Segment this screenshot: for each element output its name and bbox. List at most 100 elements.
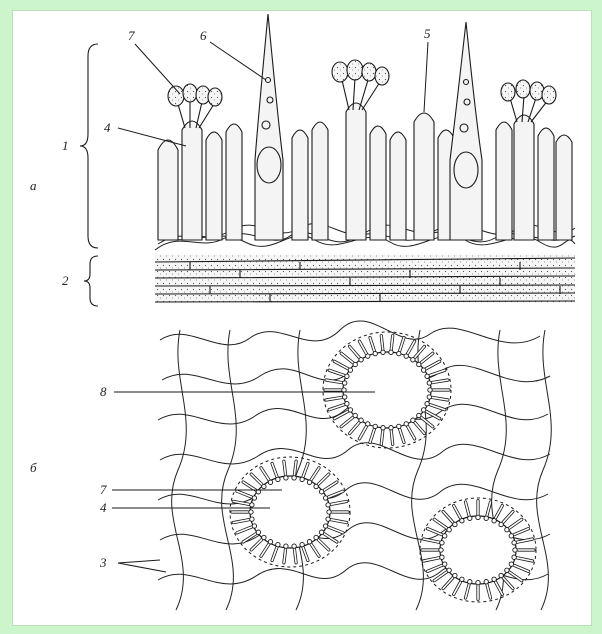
spore-dot (268, 480, 272, 484)
basidium-ray-fill (311, 544, 319, 556)
spore-dot (343, 381, 347, 385)
spore-dot (447, 528, 451, 532)
basidium-ray-fill (443, 512, 453, 523)
basidium-ray-fill (514, 529, 529, 535)
hymenium-section (155, 14, 575, 303)
label-1: 1 (62, 138, 69, 153)
basidium-ray-fill (454, 582, 461, 595)
spore-dot (276, 477, 280, 481)
basidium-ray-fill (272, 547, 277, 560)
spore-dot (468, 516, 472, 520)
basidium-ray-fill (324, 482, 337, 490)
spore-dot (353, 362, 357, 366)
spore-dot (509, 562, 513, 566)
basidium-ray-fill (430, 405, 445, 410)
basidium-ray-fill (329, 370, 344, 375)
spore-dot (453, 522, 457, 526)
spore-dot (440, 555, 444, 559)
spore-dot (250, 517, 254, 521)
basidium-ray-fill (272, 464, 277, 477)
spore-dot (411, 418, 415, 422)
spore-dot (447, 568, 451, 572)
label-3: 3 (99, 555, 107, 570)
spore-dot (359, 418, 363, 422)
label-8: 8 (100, 384, 107, 399)
spore-dot (323, 524, 327, 528)
spore-dot (499, 573, 503, 577)
basidium-ray-fill (251, 474, 262, 484)
spore-dot (314, 535, 318, 539)
spore-dot (404, 422, 408, 426)
spore-dot (323, 496, 327, 500)
label-7-bottom: 7 (100, 482, 107, 497)
basidium-ray-fill (428, 565, 443, 571)
spore-dot (381, 350, 385, 354)
basidium-ray-fill (509, 519, 522, 528)
basidium-ray-fill (303, 464, 308, 477)
basidium-ray-fill (237, 491, 252, 497)
spore-dot (319, 530, 323, 534)
spore-dot (307, 480, 311, 484)
spore-dot (262, 484, 266, 488)
spore-dot (513, 548, 517, 552)
basidium-ray-fill (243, 482, 256, 490)
spore-dot (292, 476, 296, 480)
spore-dot (389, 350, 393, 354)
spore-dot (492, 519, 496, 523)
basidium-ray-fill (341, 353, 353, 363)
spore-dot (284, 544, 288, 548)
section-label-a: а (30, 178, 37, 193)
spore-dot (417, 362, 421, 366)
spore-dot (348, 368, 352, 372)
spore-dot (307, 540, 311, 544)
spore-dot (505, 528, 509, 532)
spore-dot (300, 542, 304, 546)
basidium-ray-fill (350, 347, 360, 358)
basidium-ray-fill (434, 572, 447, 581)
basidium-ray-fill (509, 572, 522, 581)
spore-dot (348, 408, 352, 412)
spore-dot (327, 510, 331, 514)
spore-dot (411, 358, 415, 362)
basidium-ray-fill (434, 519, 447, 528)
basidium-ray-fill (514, 565, 529, 571)
spore-dot (397, 351, 401, 355)
spore-dot (443, 534, 447, 538)
spore-dot (460, 577, 464, 581)
basidium-ray-fill (341, 417, 353, 427)
basidium-ray-fill (261, 544, 269, 556)
basidium-ray-fill (415, 347, 425, 358)
spore-dot (249, 510, 253, 514)
spore-dot (262, 535, 266, 539)
spore-dot (359, 358, 363, 362)
spore-dot (353, 413, 357, 417)
basidium-ray-fill (443, 578, 453, 589)
basidium-ray-fill (503, 578, 513, 589)
spore-dot (484, 580, 488, 584)
basidium-ray-fill (318, 474, 329, 484)
spore-dot (417, 413, 421, 417)
spore-dot (326, 503, 330, 507)
spore-dot (476, 580, 480, 584)
spore-dot (397, 424, 401, 428)
spore-dot (366, 354, 370, 358)
spore-dot (284, 476, 288, 480)
label-4-top: 4 (104, 120, 111, 135)
basidium-ray-fill (334, 361, 348, 368)
surface-view (158, 321, 551, 610)
basidium-ray-fill (318, 540, 329, 550)
spore-dot (505, 568, 509, 572)
spore-dot (345, 374, 349, 378)
spore-dot (252, 496, 256, 500)
spore-dot (512, 541, 516, 545)
basidium-ray-fill (495, 582, 502, 595)
basidium-ray-fill (421, 353, 433, 363)
spore-dot (404, 354, 408, 358)
basidium-ray-fill (430, 370, 445, 375)
spore-dot (276, 542, 280, 546)
spore-dot (345, 402, 349, 406)
basidia-row (158, 103, 572, 240)
spore-dot (427, 395, 431, 399)
basidium-ray-fill (454, 506, 461, 519)
basidium-ray-fill (311, 468, 319, 480)
